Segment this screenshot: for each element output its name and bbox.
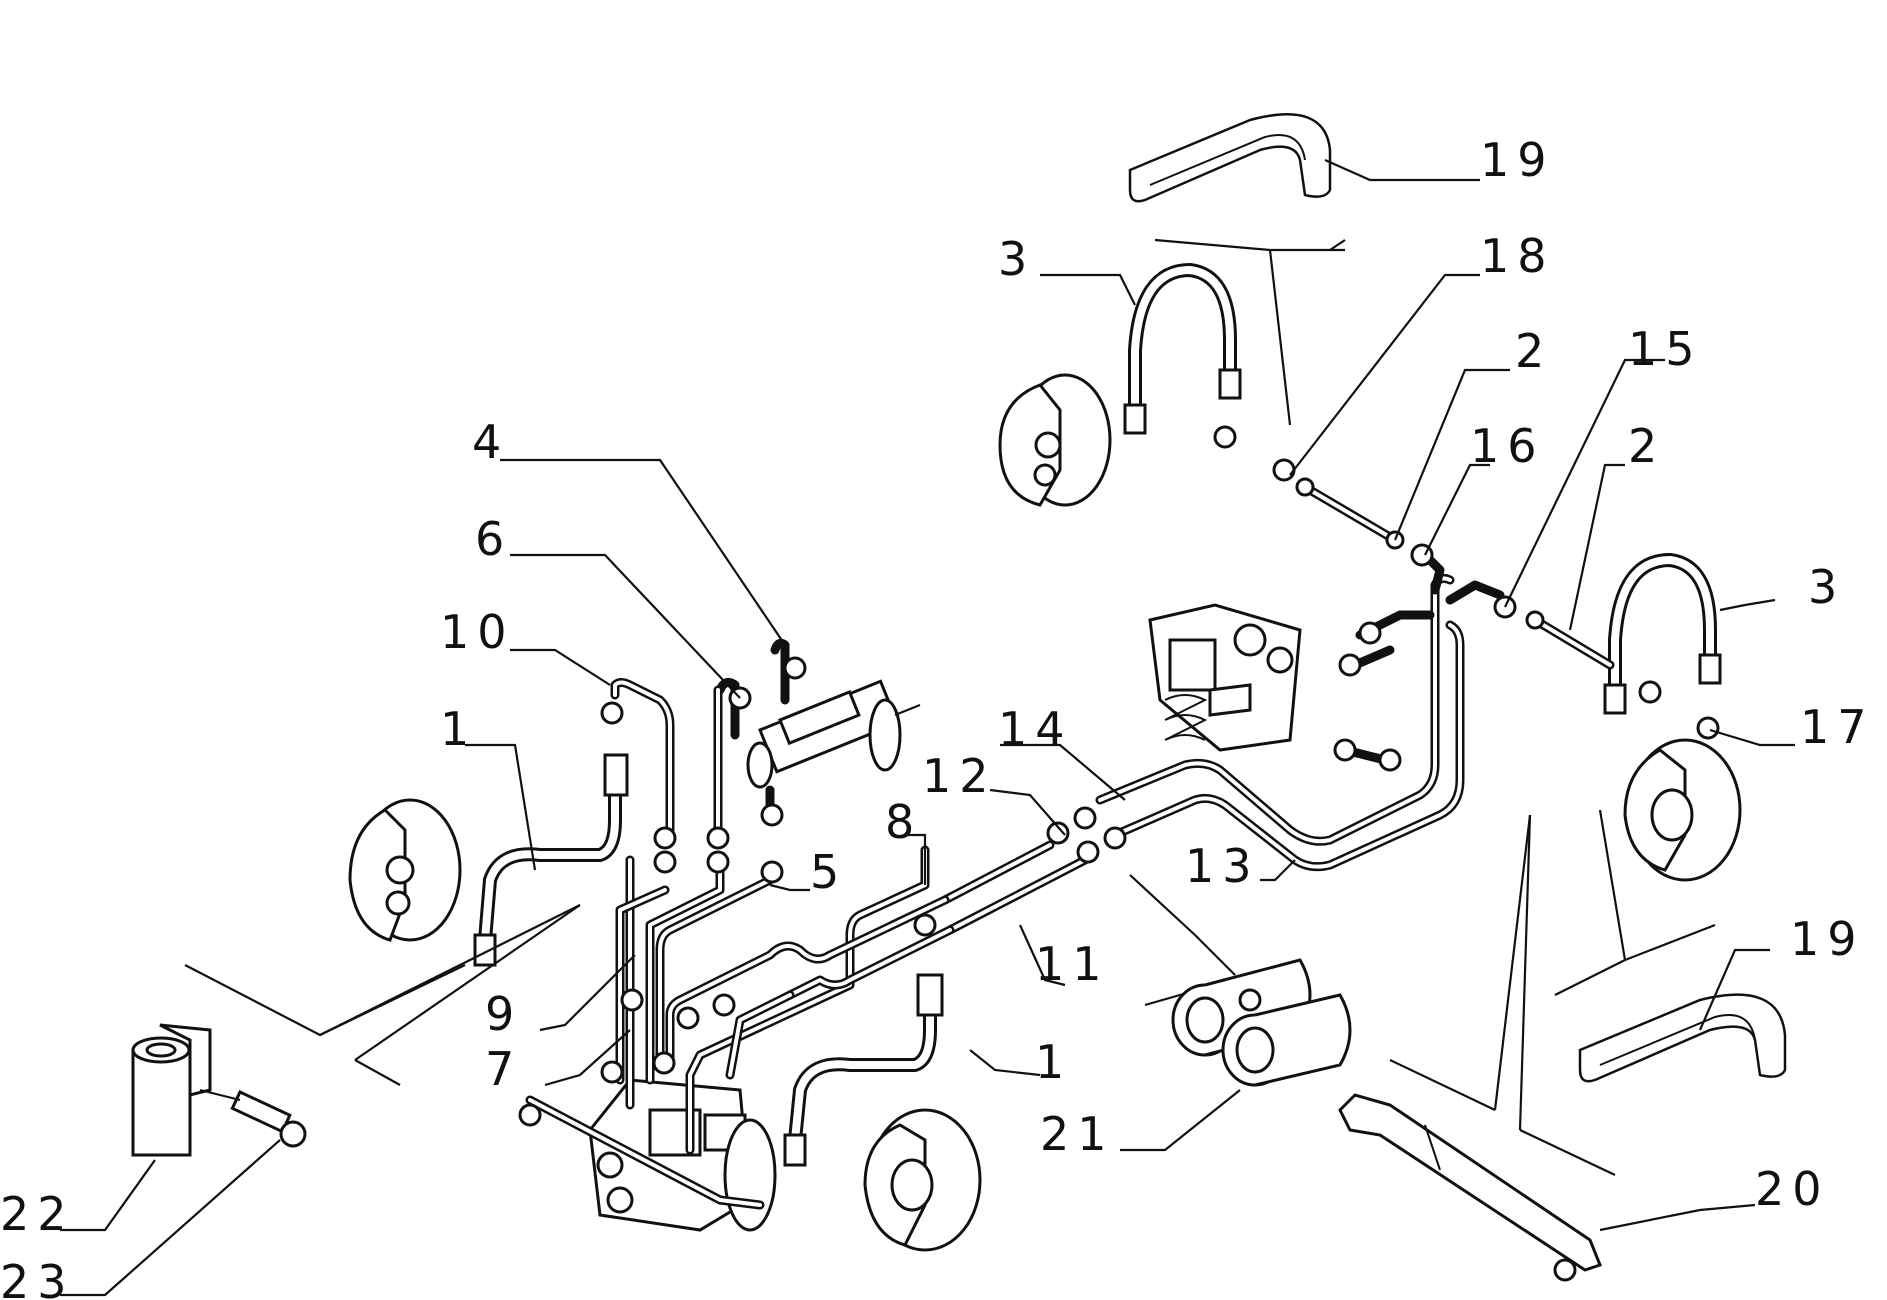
junction-union-icon	[1171, 958, 1352, 1087]
screw-icon	[199, 1089, 307, 1148]
group-leaders	[184, 238, 1716, 1176]
callout-leaders	[60, 158, 1795, 1297]
flex-hose-top	[1123, 263, 1242, 435]
callout-11: 11	[1035, 937, 1110, 991]
callout-3-top: 3	[998, 232, 1035, 286]
connector-pipe-2-top	[1295, 477, 1405, 550]
callout-22: 22	[0, 1187, 75, 1241]
spacer-icon	[131, 1023, 212, 1157]
pressure-regulator-icon	[1148, 603, 1302, 752]
callout-16: 16	[1470, 419, 1545, 473]
callout-3-right: 3	[1808, 560, 1845, 614]
flex-hose-bottom	[783, 973, 944, 1167]
rigid-pipes	[525, 550, 1505, 1210]
brake-disc-icon	[998, 373, 1112, 507]
callout-1-left: 1	[440, 702, 477, 756]
callout-14: 14	[998, 702, 1073, 756]
callout-4: 4	[472, 415, 509, 469]
hose-clip-icon	[1578, 993, 1787, 1083]
callout-15: 15	[1628, 322, 1703, 376]
callout-labels: 19 3 18 2 15 16 2 3 17 4 6 10 1 14 12 8 …	[0, 133, 1875, 1300]
callout-13: 13	[1185, 839, 1260, 893]
callout-19-top: 19	[1480, 133, 1555, 187]
callout-8: 8	[885, 795, 922, 849]
flex-hose-right	[1603, 553, 1722, 715]
bracket-icon	[1338, 1093, 1602, 1282]
callout-19-right: 19	[1790, 912, 1865, 966]
callout-17: 17	[1800, 700, 1875, 754]
callout-23: 23	[0, 1255, 75, 1300]
callout-20: 20	[1755, 1162, 1830, 1216]
callout-12: 12	[922, 749, 997, 803]
callout-7: 7	[485, 1042, 522, 1096]
callout-5: 5	[810, 845, 847, 899]
callout-1-bottom: 1	[1035, 1035, 1072, 1089]
pipe-nuts	[518, 425, 1720, 1127]
callout-2-top: 2	[1515, 324, 1552, 378]
flex-hose-left	[473, 753, 629, 967]
callout-9: 9	[485, 987, 522, 1041]
brake-disc-icon	[348, 798, 462, 942]
callout-2-right: 2	[1628, 419, 1665, 473]
master-cylinder-icon	[746, 679, 921, 789]
callout-18: 18	[1480, 229, 1555, 283]
brake-disc-icon	[863, 1108, 982, 1252]
hose-clip-icon	[1128, 113, 1332, 203]
connector-pipe-2-right	[1525, 610, 1615, 670]
callout-21: 21	[1040, 1107, 1115, 1161]
brake-disc-icon	[1623, 738, 1742, 882]
callout-10: 10	[440, 605, 515, 659]
callout-6: 6	[475, 512, 512, 566]
